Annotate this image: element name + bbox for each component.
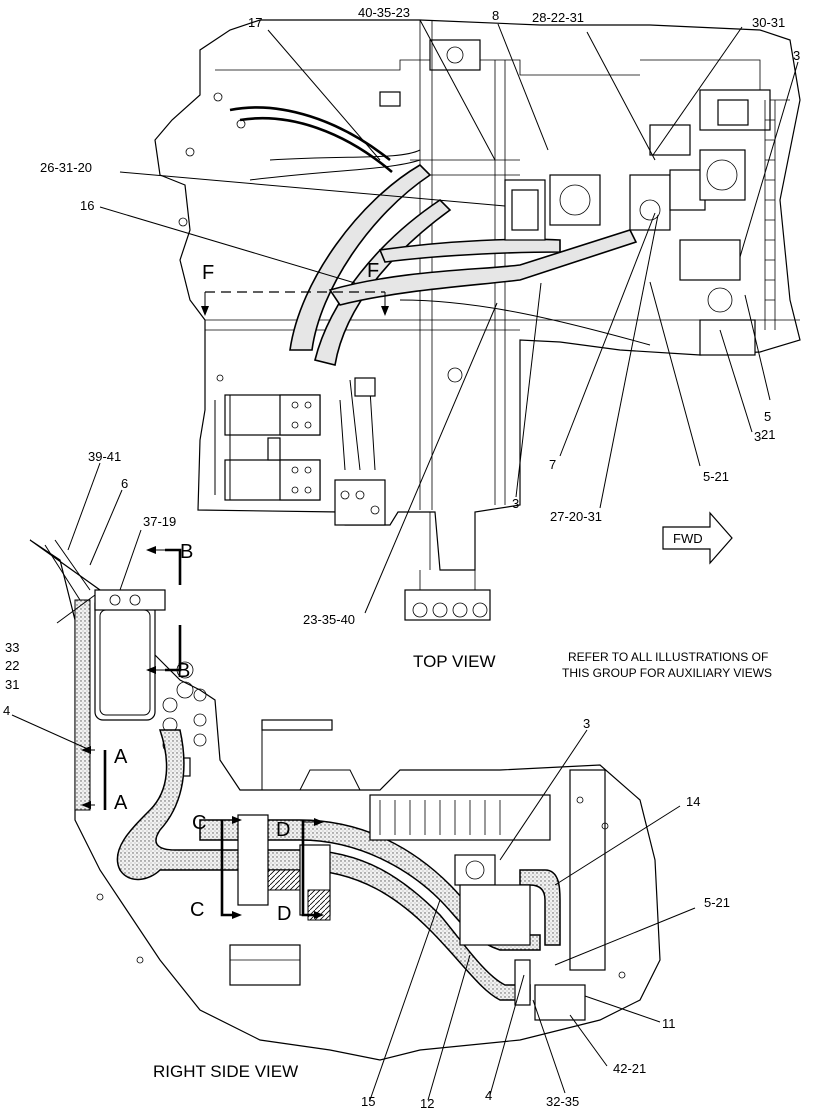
- callout-32-35: 32-35: [546, 1094, 579, 1109]
- callout-6: 6: [121, 476, 128, 491]
- callout-28-22-31: 28-22-31: [532, 10, 584, 25]
- right-side-view-drawing: [29, 539, 661, 1061]
- section-c-top: C: [192, 812, 206, 834]
- callout-16: 16: [80, 198, 94, 213]
- section-b-top: B: [180, 541, 193, 563]
- callout-5-21-top: 5-21: [703, 469, 729, 484]
- callout-27-20-31: 27-20-31: [550, 509, 602, 524]
- callout-33: 33: [5, 640, 19, 655]
- callout-26-31-20: 26-31-20: [40, 160, 92, 175]
- section-markers: F F B B A A C C D D: [114, 260, 379, 925]
- callout-15: 15: [361, 1094, 375, 1109]
- callout-42-21: 42-21: [613, 1061, 646, 1076]
- callout-40-35-23: 40-35-23: [358, 5, 410, 20]
- callout-39-41: 39-41: [88, 449, 121, 464]
- callout-23-35-40: 23-35-40: [303, 612, 355, 627]
- section-f-right: F: [367, 260, 379, 282]
- section-f-left: F: [202, 262, 214, 284]
- top-view-drawing: [154, 19, 801, 621]
- auxiliary-note-line-1: REFER TO ALL ILLUSTRATIONS OF: [568, 650, 768, 664]
- fwd-arrow: FWD: [662, 511, 733, 565]
- callout-30-31: 30-31: [752, 15, 785, 30]
- callout-3-top-right: 3: [793, 48, 800, 63]
- callout-8: 8: [492, 8, 499, 23]
- right-side-view-title: RIGHT SIDE VIEW: [153, 1062, 298, 1081]
- callout-4-left: 4: [3, 703, 10, 718]
- callout-21: 21: [761, 427, 775, 442]
- callout-12: 12: [420, 1096, 434, 1111]
- callout-14: 14: [686, 794, 700, 809]
- leader-lines: [11, 19, 799, 1101]
- callout-22: 22: [5, 658, 19, 673]
- callout-11: 11: [662, 1016, 676, 1031]
- callout-37-19: 37-19: [143, 514, 176, 529]
- callout-17: 17: [248, 15, 262, 30]
- section-d-top: D: [276, 819, 290, 841]
- callouts: 17 40-35-23 8 28-22-31 30-31 3 26-31-20 …: [3, 5, 800, 1111]
- section-a-top: A: [114, 746, 128, 768]
- callout-31: 31: [5, 677, 19, 692]
- callout-3-mid: 3: [512, 496, 519, 511]
- callout-5-21-side: 5-21: [704, 895, 730, 910]
- section-c-bottom: C: [190, 899, 204, 921]
- callout-4-bottom: 4: [485, 1088, 492, 1103]
- callout-3-side: 3: [583, 716, 590, 731]
- callout-7: 7: [549, 457, 556, 472]
- fwd-label: FWD: [673, 531, 703, 546]
- section-d-bottom: D: [277, 903, 291, 925]
- callout-3-right: 3: [754, 429, 761, 444]
- callout-5: 5: [764, 409, 771, 424]
- top-view-title: TOP VIEW: [413, 652, 496, 671]
- section-a-bottom: A: [114, 792, 128, 814]
- section-b-bottom: B: [177, 660, 190, 682]
- auxiliary-note-line-2: THIS GROUP FOR AUXILIARY VIEWS: [562, 666, 772, 680]
